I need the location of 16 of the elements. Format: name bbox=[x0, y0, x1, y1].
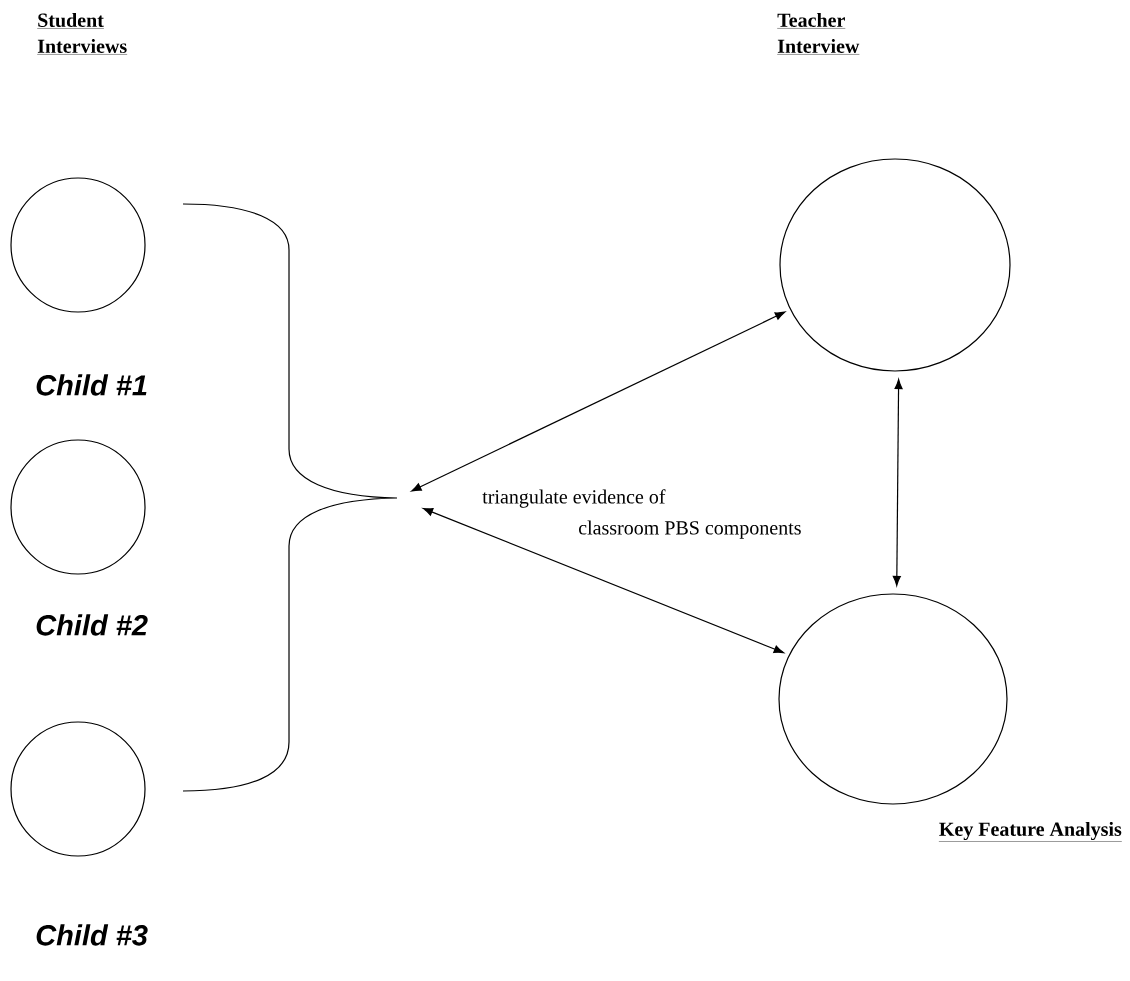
circle bbox=[10, 721, 146, 857]
child-label: Child #1 bbox=[36, 374, 147, 396]
child-label: Child #2 bbox=[36, 614, 148, 636]
arrow bbox=[892, 379, 903, 586]
arrow bbox=[422, 507, 784, 654]
circle bbox=[779, 158, 1011, 372]
circle bbox=[10, 177, 146, 313]
heading: Teacher Interview bbox=[777, 12, 860, 55]
note: triangulate evidence of classroom PBS components bbox=[482, 489, 801, 539]
arrow bbox=[411, 311, 786, 492]
circle bbox=[778, 593, 1008, 805]
heading: Student Interviews bbox=[37, 12, 128, 55]
child-label: Child #3 bbox=[36, 924, 148, 946]
heading: Key Feature Analysis bbox=[938, 821, 1122, 842]
circle bbox=[10, 439, 146, 575]
brace bbox=[182, 203, 398, 792]
